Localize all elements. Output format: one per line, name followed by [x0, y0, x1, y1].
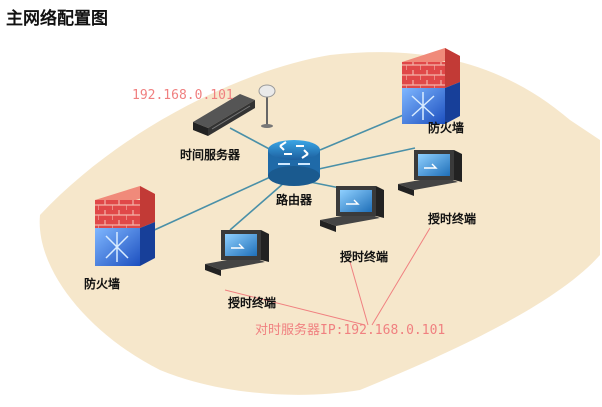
gps-antenna-icon [258, 84, 276, 128]
time-server-label: 时间服务器 [180, 147, 241, 162]
firewall-right-label: 防火墙 [428, 120, 464, 135]
terminal-right-label: 授时终端 [428, 211, 476, 226]
floor-area [39, 52, 600, 395]
terminal-middle-label: 授时终端 [340, 249, 388, 264]
firewall-left-icon [95, 186, 155, 266]
terminal-middle-icon [320, 186, 384, 232]
router-label: 路由器 [276, 192, 313, 207]
annotation-lines [224, 227, 431, 326]
firewall-right-icon [402, 48, 460, 124]
server-ip-label: 192.168.0.101 [132, 88, 234, 103]
time-server-icon [193, 94, 255, 136]
firewall-left-label: 防火墙 [84, 276, 120, 291]
terminal-bottom-label: 授时终端 [228, 295, 276, 310]
terminal-bottom-icon [205, 230, 269, 276]
diagram-title: 主网络配置图 [6, 9, 108, 29]
router-icon [268, 140, 320, 186]
sync-server-note: 对时服务器IP:192.168.0.101 [255, 322, 445, 338]
terminal-right-icon [398, 150, 462, 196]
